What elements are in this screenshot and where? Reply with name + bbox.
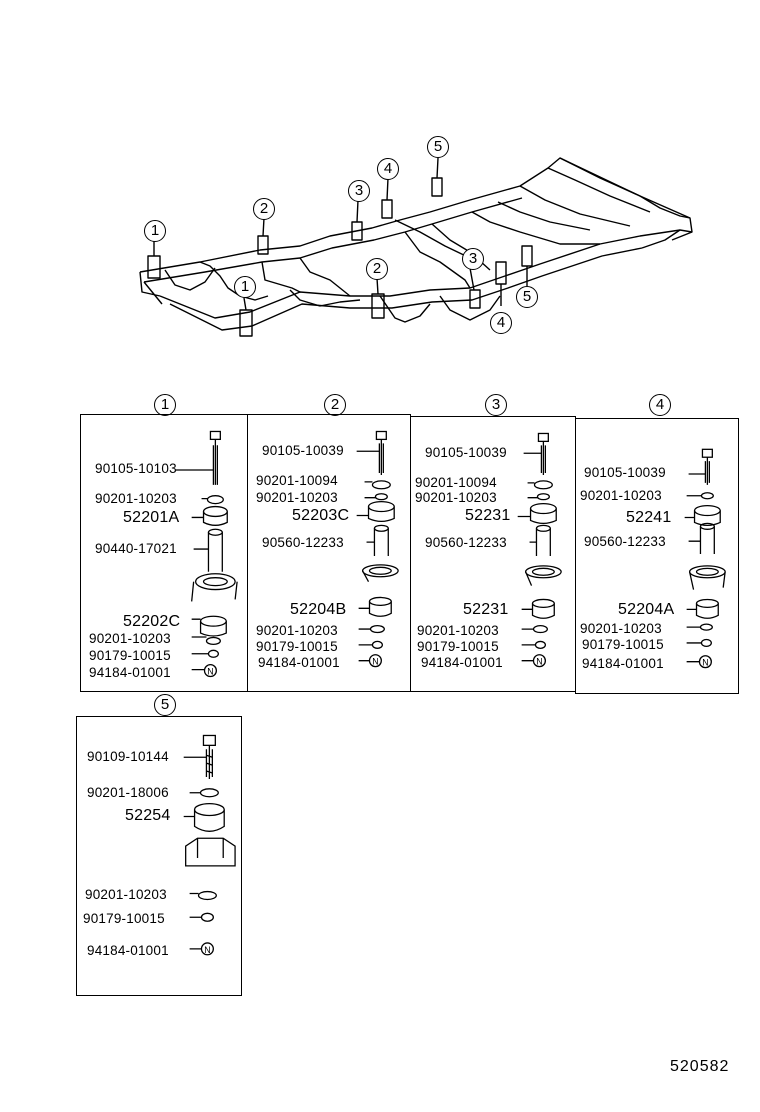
frame-callout-3: 3 bbox=[348, 180, 370, 202]
part-number: 90179-10015 bbox=[417, 639, 499, 654]
part-number: 90201-18006 bbox=[87, 785, 169, 800]
frame-callout-5b: 5 bbox=[516, 286, 538, 308]
nut-marker-5: N bbox=[204, 945, 210, 955]
part-number: 90560-12233 bbox=[425, 535, 507, 550]
panel-3-parts-drawing: N bbox=[517, 432, 562, 668]
part-number: 90109-10144 bbox=[87, 749, 169, 764]
part-number: 94184-01001 bbox=[582, 656, 664, 671]
part-number: 90179-10015 bbox=[89, 648, 171, 663]
nut-marker-1: N bbox=[207, 667, 213, 677]
panel-3: N 90105-10039 90201-10094 90201-10203 52… bbox=[410, 416, 576, 692]
part-number: 90105-10103 bbox=[95, 461, 177, 476]
frame-callout-1b: 1 bbox=[234, 276, 256, 298]
part-number: 90179-10015 bbox=[83, 911, 165, 926]
part-number: 90201-10203 bbox=[256, 490, 338, 505]
panel-3-number: 3 bbox=[485, 394, 507, 416]
frame-callout-3b: 3 bbox=[462, 248, 484, 270]
panel-4: N 90105-10039 90201-10203 52241 90560-12… bbox=[575, 418, 739, 694]
frame-right-rail bbox=[159, 229, 681, 319]
part-number: 90440-17021 bbox=[95, 541, 177, 556]
frame-callout-1: 1 bbox=[144, 220, 166, 242]
part-number: 94184-01001 bbox=[87, 943, 169, 958]
part-number: 52241 bbox=[626, 509, 672, 526]
part-number: 90201-10203 bbox=[85, 887, 167, 902]
part-number: 94184-01001 bbox=[421, 655, 503, 670]
panel-5-parts-drawing: N bbox=[183, 734, 236, 956]
nut-marker-3: N bbox=[536, 657, 542, 667]
part-number: 52231 bbox=[465, 507, 511, 524]
part-number: 90201-10094 bbox=[256, 473, 338, 488]
part-number: 90201-10203 bbox=[256, 623, 338, 638]
part-number: 52204B bbox=[290, 601, 347, 618]
diagram-code: 520582 bbox=[670, 1058, 730, 1075]
panel-4-number: 4 bbox=[649, 394, 671, 416]
part-number: 90201-10094 bbox=[415, 475, 497, 490]
panel-1-parts-drawing: N bbox=[175, 430, 238, 678]
part-number: 90201-10203 bbox=[580, 488, 662, 503]
part-number: 90201-10203 bbox=[417, 623, 499, 638]
panel-5-number: 5 bbox=[154, 694, 176, 716]
frame-callout-4b: 4 bbox=[490, 312, 512, 334]
panel-1: N 90105-10103 90201-10203 52201A 90440-1… bbox=[80, 414, 248, 692]
panel-5: N 90109-10144 90201-18006 52254 90201-10… bbox=[76, 716, 242, 996]
part-number: 94184-01001 bbox=[258, 655, 340, 670]
part-number: 90201-10203 bbox=[89, 631, 171, 646]
part-number: 94184-01001 bbox=[89, 665, 171, 680]
part-number: 90201-10203 bbox=[415, 490, 497, 505]
part-number: 90201-10203 bbox=[95, 491, 177, 506]
part-number: 52202C bbox=[123, 613, 181, 630]
part-number: 90105-10039 bbox=[584, 465, 666, 480]
part-number: 90560-12233 bbox=[584, 534, 666, 549]
part-number: 52201A bbox=[123, 509, 180, 526]
panel-2: N 90105-10039 90201-10094 90201-10203 52… bbox=[247, 414, 411, 692]
nut-marker-4: N bbox=[702, 658, 708, 668]
part-number: 52254 bbox=[125, 807, 171, 824]
part-number: 90105-10039 bbox=[262, 443, 344, 458]
panel-1-number: 1 bbox=[154, 394, 176, 416]
part-number: 52204A bbox=[618, 601, 675, 618]
part-number: 90105-10039 bbox=[425, 445, 507, 460]
frame-callout-5: 5 bbox=[427, 136, 449, 158]
part-number: 90179-10015 bbox=[582, 637, 664, 652]
part-number: 90560-12233 bbox=[262, 535, 344, 550]
panel-2-number: 2 bbox=[324, 394, 346, 416]
part-number: 90201-10203 bbox=[580, 621, 662, 636]
chassis-frame-illustration bbox=[139, 157, 693, 337]
part-number: 90179-10015 bbox=[256, 639, 338, 654]
frame-crossmember bbox=[261, 261, 301, 293]
panel-4-parts-drawing: N bbox=[684, 448, 726, 669]
frame-callout-4: 4 bbox=[377, 158, 399, 180]
part-number: 52231 bbox=[463, 601, 509, 618]
frame-callout-2b: 2 bbox=[366, 258, 388, 280]
frame-callout-2: 2 bbox=[253, 198, 275, 220]
frame-left-rail bbox=[139, 157, 693, 273]
panel-2-parts-drawing: N bbox=[356, 430, 399, 668]
part-number: 52203C bbox=[292, 507, 350, 524]
nut-marker-2: N bbox=[372, 657, 378, 667]
